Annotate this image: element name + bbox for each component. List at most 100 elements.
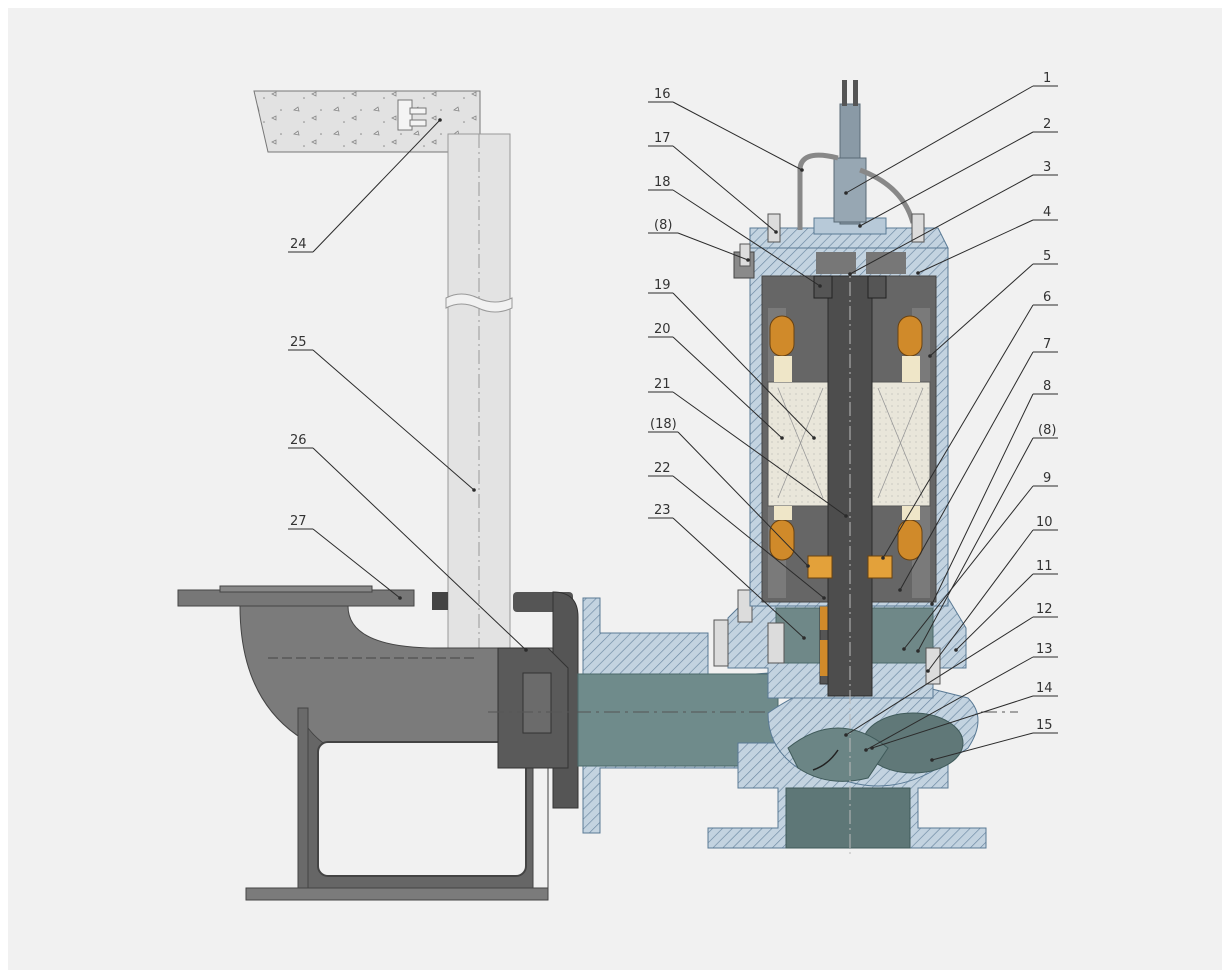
callout-c4: 4 <box>916 205 1058 275</box>
callout-leader <box>672 336 783 439</box>
callout-label: 13 <box>1036 642 1053 657</box>
callout-label: 11 <box>1036 559 1053 574</box>
callout-label: 10 <box>1036 515 1053 530</box>
callout-label: 12 <box>1036 602 1053 617</box>
callout-label: 14 <box>1036 681 1053 696</box>
callout-label: 20 <box>654 322 671 337</box>
callout-leader <box>677 431 809 567</box>
callout-dot <box>774 230 778 234</box>
callout-label: (18) <box>650 417 677 432</box>
callout-c3: 3 <box>848 160 1058 276</box>
callout-leader <box>672 101 803 171</box>
callout-label: 19 <box>654 278 671 293</box>
callout-c21: 21 <box>648 377 848 518</box>
callout-label: 4 <box>1043 205 1051 220</box>
callout-leader <box>931 732 1034 761</box>
callout-leader <box>871 695 1034 749</box>
callout-dot <box>954 648 958 652</box>
callout-label: 25 <box>290 335 307 350</box>
callout-label: 3 <box>1043 160 1051 175</box>
callout-c6: 6 <box>881 290 1058 560</box>
callout-leader <box>899 351 1034 591</box>
callout-c9: 9 <box>902 471 1058 651</box>
callout-c5: 5 <box>928 249 1058 358</box>
callout-c2: 2 <box>858 117 1058 228</box>
guide-rail <box>445 133 513 688</box>
callout-dot <box>524 648 528 652</box>
callout-c24: 24 <box>288 118 442 253</box>
callout-leader <box>672 475 825 599</box>
callout-c25: 25 <box>288 335 476 492</box>
callout-c11: 11 <box>954 559 1058 652</box>
callout-c1: 1 <box>844 71 1058 195</box>
volute-casing <box>707 676 987 849</box>
callout-leader <box>929 263 1034 357</box>
callout-dot <box>780 436 784 440</box>
callout-label: 27 <box>290 514 307 529</box>
callout-label: 17 <box>654 131 671 146</box>
coupling-claw <box>432 591 579 809</box>
callout-leader <box>931 393 1034 605</box>
callout-dot <box>881 556 885 560</box>
callout-dot <box>844 733 848 737</box>
callout-c13: 13 <box>864 642 1058 752</box>
callout-c8b: (8) <box>916 423 1058 653</box>
callout-c22: 22 <box>648 461 826 600</box>
callout-dot <box>844 191 848 195</box>
discharge-elbow <box>177 585 574 901</box>
callout-dot <box>916 271 920 275</box>
callout-c8: 8 <box>930 379 1058 606</box>
callout-c7: 7 <box>898 337 1058 592</box>
callout-dot <box>864 748 868 752</box>
callout-label: 8 <box>1043 379 1051 394</box>
callout-dot <box>818 284 822 288</box>
callout-label: 23 <box>654 503 671 518</box>
callout-label: 6 <box>1043 290 1051 305</box>
cable-gland <box>739 80 925 267</box>
callout-leader <box>865 656 1034 751</box>
callout-dot <box>916 649 920 653</box>
callout-dot <box>926 669 930 673</box>
callout-c17: 17 <box>648 131 778 234</box>
pump-cross-section: 12345678(8)9101112131415161718(8)192021(… <box>177 71 1058 901</box>
callout-leader <box>677 232 749 261</box>
callout-leader <box>903 485 1034 650</box>
callout-dot <box>746 258 750 262</box>
callout-c16: 16 <box>648 87 804 172</box>
callout-leader <box>927 529 1034 672</box>
callout-leader <box>917 437 1034 652</box>
callout-label: 26 <box>290 433 307 448</box>
callout-dot <box>438 118 442 122</box>
callout-dot <box>472 488 476 492</box>
callout-leader <box>917 219 1034 274</box>
callout-dot <box>398 596 402 600</box>
callout-dot <box>928 354 932 358</box>
callout-dot <box>812 436 816 440</box>
motor-housing <box>733 217 949 858</box>
callout-label: 1 <box>1043 71 1051 86</box>
callout-label: 21 <box>654 377 671 392</box>
callout-c15: 15 <box>930 718 1058 762</box>
callout-label: 22 <box>654 461 671 476</box>
callout-label: 2 <box>1043 117 1051 132</box>
callout-label: 5 <box>1043 249 1051 264</box>
callout-leader <box>312 447 527 651</box>
callout-leader <box>849 174 1034 275</box>
callout-label: 24 <box>290 237 307 252</box>
callout-c18b: (18) <box>648 417 810 568</box>
callout-c23: 23 <box>648 503 806 640</box>
callout-leader <box>882 304 1034 559</box>
callout-dot <box>898 588 902 592</box>
callout-label: 9 <box>1043 471 1051 486</box>
callouts: 12345678(8)9101112131415161718(8)192021(… <box>288 71 1058 762</box>
callout-dot <box>800 168 804 172</box>
callout-leader <box>672 145 777 233</box>
callout-dot <box>822 596 826 600</box>
callout-leader <box>845 85 1034 194</box>
callout-c12: 12 <box>844 602 1058 737</box>
callout-c20: 20 <box>648 322 784 440</box>
callout-dot <box>902 647 906 651</box>
callout-dot <box>930 602 934 606</box>
callout-dot <box>870 746 874 750</box>
callout-c27: 27 <box>288 514 402 600</box>
